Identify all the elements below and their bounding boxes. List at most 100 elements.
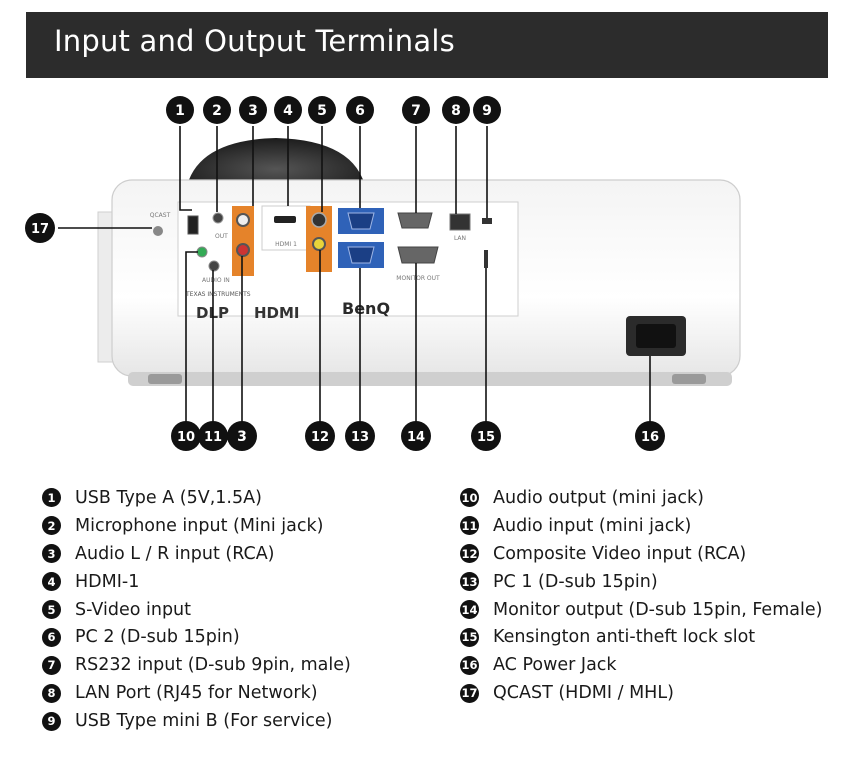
legend-label: S-Video input xyxy=(75,599,192,620)
badge-top-2-text: 2 xyxy=(212,103,222,119)
leader-1 xyxy=(179,126,192,211)
svideo-port xyxy=(311,212,327,228)
badge-top-9-text: 9 xyxy=(482,103,492,119)
badge-bottom-3 xyxy=(227,421,257,451)
badge-bottom-12-text: 12 xyxy=(311,430,329,445)
badge-top-1 xyxy=(166,96,194,124)
badge-bottom-15-text: 15 xyxy=(477,430,495,445)
audio-out-jack xyxy=(196,246,208,258)
legend-label: HDMI-1 xyxy=(75,571,140,592)
badge-bottom-11-text: 11 xyxy=(204,430,222,445)
badge-top-3-text: 3 xyxy=(248,103,258,119)
badge-side-17-text: 17 xyxy=(31,222,49,237)
ac-power-socket xyxy=(636,324,676,348)
legend-number: 7 xyxy=(42,655,61,675)
legend-number: 3 xyxy=(42,544,61,564)
legend-item: 7 RS232 input (D-sub 9pin, male) xyxy=(42,651,351,679)
hdmi-logo: HDMI xyxy=(254,304,300,322)
audio-out-label: OUT xyxy=(215,233,228,240)
vga-pc2-port xyxy=(347,212,375,230)
legend-number: 16 xyxy=(460,655,479,675)
legend-item: 4 HDMI-1 xyxy=(42,568,351,596)
usb-mini-port xyxy=(482,218,492,224)
legend-item: 12 Composite Video input (RCA) xyxy=(460,540,822,568)
badge-bottom-16-text: 16 xyxy=(641,430,659,445)
badge-bottom-10-text: 10 xyxy=(177,430,195,445)
badge-bottom-10 xyxy=(171,421,201,451)
header-bar: Input and Output Terminals xyxy=(26,12,828,78)
legend-label: LAN Port (RJ45 for Network) xyxy=(75,683,318,704)
legend-number: 5 xyxy=(42,600,61,619)
badge-top-8 xyxy=(442,96,470,124)
legend-item: 5 S-Video input xyxy=(42,596,351,624)
legend-number: 9 xyxy=(42,711,61,731)
projector-rear-diagram: QCAST OUT AUDIO IN HDMI 1 MONITOR OUT LA… xyxy=(25,96,741,451)
audio-in-jack xyxy=(208,260,220,272)
mic-jack xyxy=(212,212,224,224)
badge-bottom-15 xyxy=(471,421,501,451)
badge-bottom-16 xyxy=(635,421,665,451)
badge-top-5-text: 5 xyxy=(317,103,327,119)
projector-base xyxy=(128,372,732,386)
audio-r-rca xyxy=(236,243,250,257)
badge-bottom-14-text: 14 xyxy=(407,430,425,445)
legend-label: USB Type mini B (For service) xyxy=(75,711,333,732)
legend-label: PC 1 (D-sub 15pin) xyxy=(493,571,658,592)
kensington-slot xyxy=(484,250,488,268)
badge-bottom-13 xyxy=(345,421,375,451)
badge-top-1-text: 1 xyxy=(175,103,185,119)
monitor-out-port xyxy=(397,246,439,264)
badge-top-3 xyxy=(239,96,267,124)
badge-bottom-3-text: 3 xyxy=(237,429,247,445)
badge-bottom-11 xyxy=(198,421,228,451)
legend-number: 4 xyxy=(42,572,61,592)
legend-number: 6 xyxy=(42,627,61,647)
badge-bottom-14 xyxy=(401,421,431,451)
vga-pc1-port xyxy=(347,246,375,264)
legend-label: USB Type A (5V,1.5A) xyxy=(75,487,262,508)
legend-item: 3 Audio L / R input (RCA) xyxy=(42,540,351,568)
legend-number: 17 xyxy=(460,683,479,703)
foot-right xyxy=(672,374,706,384)
monitor-out-label: MONITOR OUT xyxy=(396,275,440,282)
rs232-port xyxy=(397,212,433,229)
legend-label: Composite Video input (RCA) xyxy=(493,543,747,564)
legend-label: Audio L / R input (RCA) xyxy=(75,543,275,564)
lan-port xyxy=(449,213,471,231)
legend-label: QCAST (HDMI / MHL) xyxy=(493,683,674,704)
badge-top-8-text: 8 xyxy=(451,103,461,119)
badge-top-7-text: 7 xyxy=(411,103,421,119)
composite-rca xyxy=(312,237,326,251)
benq-logo: BenQ xyxy=(342,299,390,318)
badge-bottom-13-text: 13 xyxy=(351,430,369,445)
legend-number: 1 xyxy=(42,488,61,508)
hdmi1-label: HDMI 1 xyxy=(275,241,297,248)
badge-top-9 xyxy=(473,96,501,124)
badge-side-17 xyxy=(25,213,55,243)
page-title: Input and Output Terminals xyxy=(54,24,455,58)
legend-item: 15 Kensington anti-theft lock slot xyxy=(460,623,822,651)
legend-number: 11 xyxy=(460,516,479,536)
ti-text: TEXAS INSTRUMENTS xyxy=(185,291,251,298)
legend-number: 15 xyxy=(460,627,479,647)
legend-label: Kensington anti-theft lock slot xyxy=(493,627,756,648)
usb-a-port xyxy=(187,215,199,235)
badge-top-4-text: 4 xyxy=(283,103,293,119)
legend-number: 14 xyxy=(460,600,479,619)
badge-top-4 xyxy=(274,96,302,124)
badge-top-7 xyxy=(402,96,430,124)
badge-top-6 xyxy=(346,96,374,124)
callout-badges: 1 2 3 4 5 6 7 8 9 17 10 11 3 12 13 14 15 xyxy=(25,96,665,451)
lens-dome xyxy=(186,138,366,190)
legend-number: 12 xyxy=(460,544,479,564)
legend-label: RS232 input (D-sub 9pin, male) xyxy=(75,655,351,676)
audio-l-rca xyxy=(236,213,250,227)
badge-top-2 xyxy=(203,96,231,124)
badge-top-5 xyxy=(308,96,336,124)
legend-number: 10 xyxy=(460,488,479,508)
